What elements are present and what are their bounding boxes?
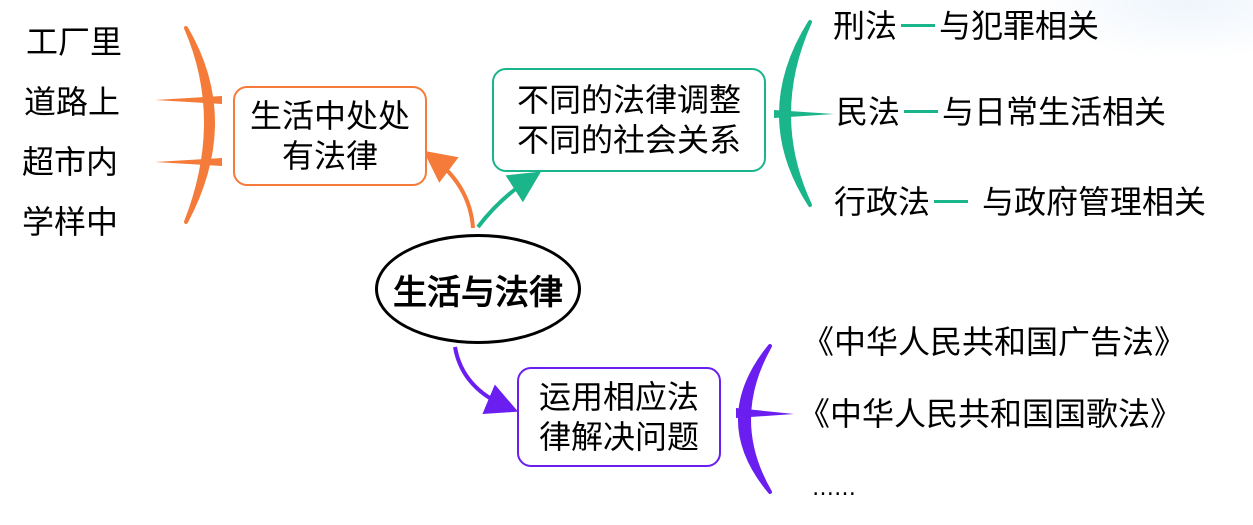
apply-law-label-line2: 律解决问题 bbox=[538, 418, 699, 456]
everyday-law-label-line2: 有法律 bbox=[281, 137, 378, 175]
different-laws-node: 不同的法律调整 不同的社会关系 bbox=[492, 68, 766, 172]
place-item: 工厂里 bbox=[26, 23, 123, 61]
ellipsis-item: …… bbox=[812, 476, 856, 501]
central-topic-label: 生活与法律 bbox=[393, 272, 563, 313]
different-laws-label-line1: 不同的法律调整 bbox=[516, 81, 741, 119]
dash-connector bbox=[934, 199, 969, 203]
purple-brace bbox=[736, 344, 794, 494]
statute-item: 《中华人民共和国广告法》 bbox=[802, 323, 1187, 361]
law-relation: 与日常生活相关 bbox=[942, 93, 1167, 131]
law-item-civil: 民法 与日常生活相关 bbox=[836, 96, 1166, 128]
background-glow bbox=[1033, 0, 1253, 60]
law-relation: 与犯罪相关 bbox=[939, 7, 1100, 45]
central-topic: 生活与法律 bbox=[375, 234, 581, 344]
law-item-criminal: 刑法 与犯罪相关 bbox=[833, 10, 1099, 42]
statute-item: 《中华人民共和国国歌法》 bbox=[798, 395, 1183, 433]
dash-connector bbox=[901, 23, 936, 27]
law-item-administrative: 行政法 与政府管理相关 bbox=[834, 186, 1206, 218]
arrow-to-different-laws bbox=[476, 171, 542, 229]
law-name: 刑法 bbox=[833, 7, 898, 45]
orange-brace bbox=[155, 26, 222, 224]
law-relation: 与政府管理相关 bbox=[982, 183, 1207, 221]
everyday-law-label-line1: 生活中处处 bbox=[249, 97, 410, 135]
apply-law-label-line1: 运用相应法 bbox=[538, 378, 699, 416]
arrow-to-everyday bbox=[423, 150, 475, 229]
different-laws-label-line2: 不同的社会关系 bbox=[516, 121, 741, 159]
green-brace bbox=[774, 20, 834, 207]
apply-law-node: 运用相应法 律解决问题 bbox=[517, 367, 721, 467]
everyday-law-node: 生活中处处 有法律 bbox=[233, 86, 427, 186]
dash-connector bbox=[904, 109, 939, 113]
law-name: 民法 bbox=[836, 93, 901, 131]
law-name: 行政法 bbox=[834, 183, 931, 221]
arrow-to-apply bbox=[453, 346, 519, 414]
place-item: 超市内 bbox=[22, 143, 119, 181]
place-item: 道路上 bbox=[24, 83, 121, 121]
place-item: 学样中 bbox=[22, 203, 119, 241]
